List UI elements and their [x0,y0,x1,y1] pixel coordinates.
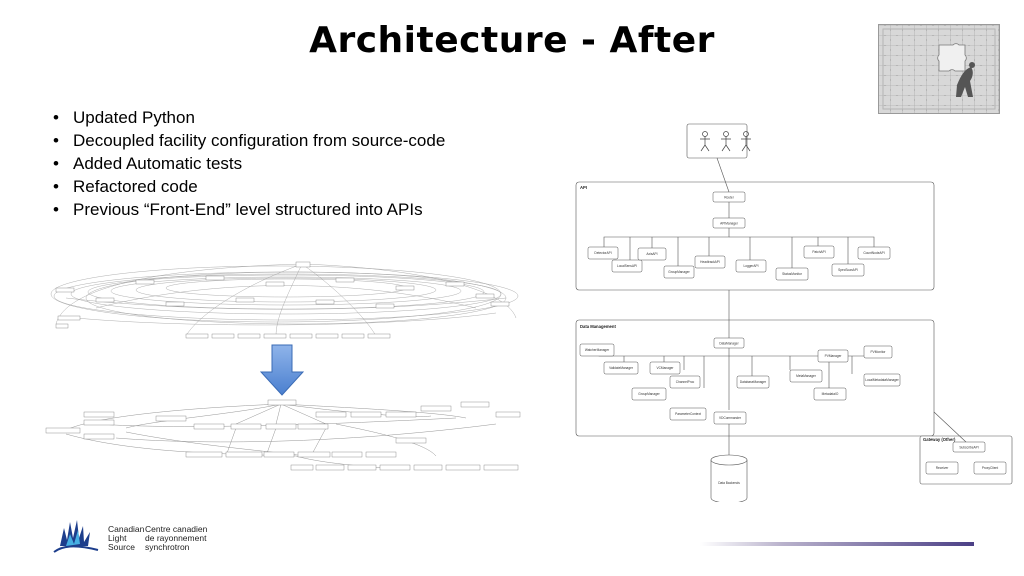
data-management-label: Data Management [580,324,616,329]
api-node: DetectorAPI [594,251,611,255]
users-icon [700,131,751,152]
api-group [575,181,935,291]
dm-node: LocalMetadataManager [865,378,899,382]
dm-node: DatabaseManager [740,380,767,384]
api-node: CountNodeAPI [863,251,884,255]
api-node: LocalSensAPI [617,264,637,268]
api-group-label: API [580,185,587,190]
dm-node: MetadataIO [822,392,839,396]
api-node: HeadtrackAPI [700,260,720,264]
api-node: SpecScanAPI [838,268,858,272]
gateway-group-label: Gateway (Other) [923,437,956,442]
api-node: LoggerAPI [743,264,758,268]
data-manager-node: DataManager [719,342,739,346]
dm-node: VCManager [656,366,674,370]
gateway-node: SubscribeAPI [959,446,978,450]
bullet-item: Added Automatic tests [48,152,445,175]
logo-text-en: Canadian Light Source [108,524,145,552]
bullet-item: Updated Python [48,106,445,129]
slide-title: Architecture - After [309,20,715,61]
dm-node: ValidateManager [609,366,634,370]
dm-node: PVManager [825,354,843,358]
bullet-list: Updated Python Decoupled facility config… [48,106,445,221]
dm-node: ChannelProc [676,380,695,384]
database-icon [710,454,748,502]
gateway-node: ProxyClient [982,466,998,470]
dm-node: GroupManager [638,392,660,396]
dm-node: VDCommander [719,416,742,420]
legacy-dependency-graph [50,261,519,339]
down-arrow-icon [260,344,304,396]
bullet-item: Refactored code [48,175,445,198]
api-node: GroupManager [668,270,690,274]
api-node: AxisAPI [646,252,657,256]
dm-node: ParameterContext [675,412,701,416]
dm-node: MetaManager [796,374,817,378]
cls-logo-icon [53,520,99,553]
api-manager-node: APIManager [720,222,739,226]
dm-node: PVMonitor [871,350,887,354]
api-node: StatusMonitor [782,272,803,276]
api-node: PatchAPI [812,250,825,254]
bullet-item: Previous “Front-End” level structured in… [48,198,445,221]
dm-node: WatcherManager [585,348,610,352]
refactored-dependency-graph [45,399,521,471]
users-box [686,123,748,159]
footer-divider [700,542,974,546]
puzzle-image [878,24,1000,114]
bullet-item: Decoupled facility configuration from so… [48,129,445,152]
architecture-diagram: API Data Management Gateway (Other) Rout… [575,123,1013,502]
router-node: Router [724,196,735,200]
gateway-node: Receiver [936,466,950,470]
database-label: Data Backends [718,481,740,485]
logo-text-fr: Centre canadien de rayonnement synchrotr… [145,524,208,552]
